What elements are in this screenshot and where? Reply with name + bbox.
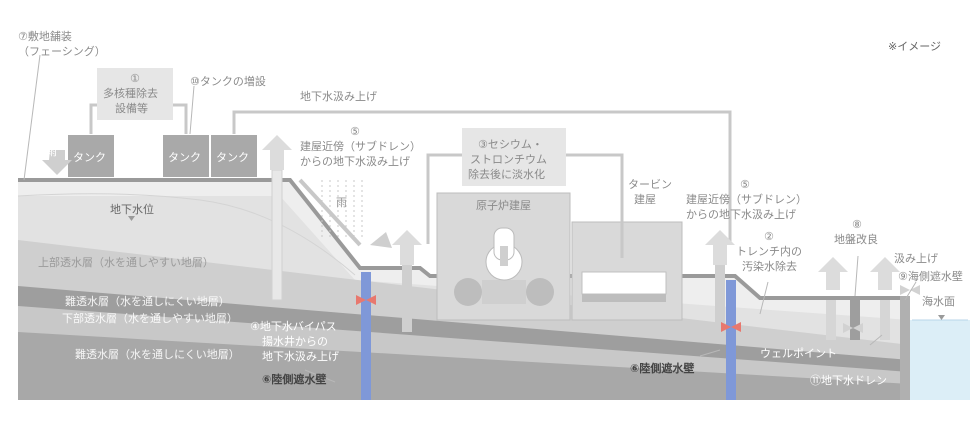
tank-1 bbox=[68, 135, 114, 177]
label-reactor: 原子炉建屋 bbox=[476, 198, 531, 212]
label-7-line1: ⑦敷地舗装 bbox=[18, 29, 72, 43]
label-2-line1: ② bbox=[764, 230, 774, 243]
label-lower-aquifer: 下部透水層（水を通しやすい地層） bbox=[62, 311, 238, 325]
tank-2 bbox=[163, 135, 209, 177]
label-upper-aquifer: 上部透水層（水を通しやすい地層） bbox=[38, 255, 214, 269]
label-1-line2: 多核種除去 bbox=[103, 86, 158, 100]
label-turbine-line1: タービン bbox=[628, 178, 672, 191]
note-image: ※イメージ bbox=[888, 40, 941, 53]
label-sea-surface: 海水面 bbox=[922, 294, 955, 308]
aquitard-2 bbox=[18, 332, 910, 400]
label-5b-line1: ⑤ bbox=[740, 178, 750, 191]
rain-label-center: 雨 bbox=[336, 196, 347, 209]
tank-3 bbox=[211, 135, 257, 177]
label-wellpoint: ウェルポイント bbox=[760, 347, 837, 360]
tank-3-label: タンク bbox=[216, 151, 249, 164]
desalination-box bbox=[462, 128, 566, 186]
label-5b-line2: 建屋近傍（サブドレン） bbox=[686, 192, 807, 206]
ice-wall-right bbox=[726, 280, 736, 400]
label-9: ⑨海側遮水壁 bbox=[898, 269, 963, 283]
ground-surface-line bbox=[18, 178, 910, 300]
label-6a: ⑥陸側遮水壁 bbox=[262, 372, 326, 386]
label-8-line2: 地盤改良 bbox=[834, 232, 878, 246]
sea bbox=[910, 320, 970, 400]
label-pump-right: 汲み上げ bbox=[894, 252, 938, 265]
label-3-line3: 除去後に淡水化 bbox=[468, 167, 545, 181]
label-1-line1: ① bbox=[130, 72, 140, 85]
label-3-line2: ストロンチウム bbox=[470, 153, 547, 166]
label-5a-line2: 建屋近傍（サブドレン） bbox=[300, 139, 421, 153]
label-5a-line1: ⑤ bbox=[350, 125, 360, 138]
label-11: ⑪地下水ドレン bbox=[810, 374, 887, 387]
label-groundwater-level: 地下水位 bbox=[110, 202, 154, 216]
label-3-line1: ③セシウム・ bbox=[478, 138, 543, 151]
label-2-line2: トレンチ内の bbox=[736, 244, 802, 258]
label-aquitard-1: 難透水層（水を通しにくい地層） bbox=[65, 295, 230, 308]
turbine-building bbox=[571, 221, 683, 321]
label-2-line3: 汚染水除去 bbox=[742, 259, 797, 273]
label-4-line3: 地下水汲み上げ bbox=[262, 350, 339, 363]
label-turbine-line2: 建屋 bbox=[634, 192, 656, 206]
alps-box bbox=[97, 68, 173, 120]
label-7-line2: （フェーシング） bbox=[18, 44, 106, 58]
label-pump-top: 地下水汲み上げ bbox=[300, 90, 377, 103]
label-5a-line3: からの地下水汲み上げ bbox=[300, 155, 410, 168]
ice-wall-left bbox=[361, 272, 371, 400]
block-marker-left bbox=[356, 295, 376, 305]
label-4-line1: ④地下水バイパス bbox=[250, 320, 337, 333]
tank-2-label: タンク bbox=[168, 151, 201, 164]
block-marker-right bbox=[721, 322, 741, 332]
rain-label-left: 雨 bbox=[46, 145, 57, 158]
label-5b-line3: からの地下水汲み上げ bbox=[686, 208, 796, 221]
label-1-line3: 設備等 bbox=[115, 101, 148, 115]
label-aquitard-2: 難透水層（水を通しにくい地層） bbox=[75, 348, 240, 361]
label-4-line2: 揚水井からの bbox=[262, 334, 328, 348]
label-10: ⑩タンクの増設 bbox=[190, 74, 266, 88]
label-6b: ⑥陸側遮水壁 bbox=[630, 361, 694, 375]
tank-1-label: タンク bbox=[73, 151, 106, 164]
label-8-line1: ⑧ bbox=[852, 218, 862, 231]
